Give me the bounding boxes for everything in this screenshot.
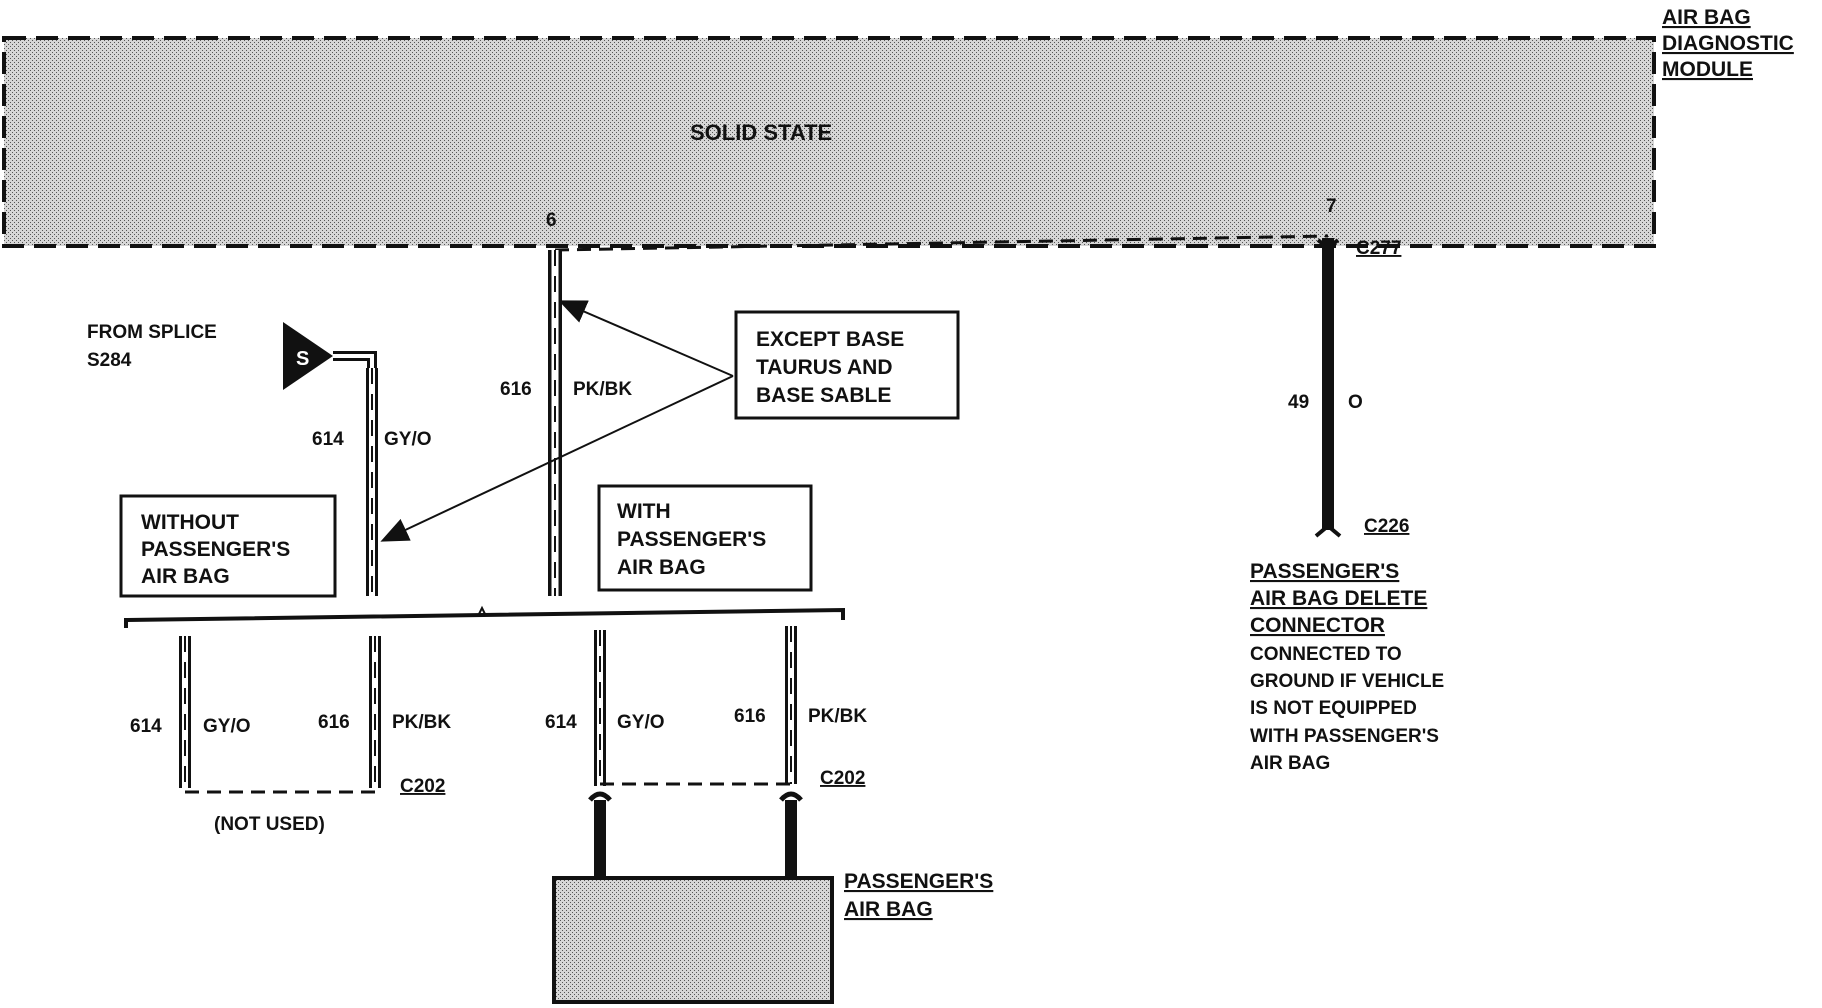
except-base-note: EXCEPT BASE TAURUS AND BASE SABLE: [734, 310, 960, 420]
airbag-diagnostic-module: SOLID STATE 6 7 AIR BAG DIAGNOSTIC MODUL…: [2, 6, 1794, 248]
wire-614-bottom-left: 614 GY/O: [130, 636, 251, 788]
wire-614-top: 614 GY/O: [312, 368, 432, 596]
splice-triangle: [283, 322, 333, 390]
module-title-line3: MODULE: [1662, 58, 1753, 81]
solid-state-label: SOLID STATE: [690, 120, 832, 145]
splice-s284: S FROM SPLICE S284: [87, 322, 377, 390]
without-note-line2: PASSENGER'S: [141, 538, 290, 561]
passenger-airbag-label-line1: PASSENGER'S: [844, 870, 993, 893]
not-used-label: (NOT USED): [214, 814, 325, 835]
wire-616-bottom-left: 616 PK/BK: [318, 636, 451, 788]
module-title-line2: DIAGNOSTIC: [1662, 32, 1794, 55]
c202-right-terminal-2: [779, 791, 803, 802]
splice-symbol: S: [296, 348, 309, 370]
wire-616-top: 616 PK/BK: [500, 250, 632, 596]
passenger-airbag-body: [552, 876, 834, 1004]
delete-note-line7: WITH PASSENGER'S: [1250, 726, 1439, 747]
module-title-line1: AIR BAG: [1662, 6, 1751, 29]
module-pin-6: 6: [546, 210, 557, 231]
delete-note-line8: AIR BAG: [1250, 753, 1330, 774]
delete-note-line4: CONNECTED TO: [1250, 644, 1402, 665]
connector-c202-right-label: C202: [820, 768, 865, 789]
wire-614-bottom-right: 614 GY/O: [545, 630, 665, 786]
except-base-box: [734, 310, 960, 420]
wire-614-top-color: GY/O: [384, 429, 432, 450]
note-arrow-614: [380, 375, 734, 542]
splice-label-line1: FROM SPLICE: [87, 322, 217, 343]
wire-614-br-color: GY/O: [617, 712, 665, 733]
wire-616-br-number: 616: [734, 706, 766, 727]
delete-note-line2: AIR BAG DELETE: [1250, 587, 1427, 610]
except-base-line3: BASE SABLE: [756, 384, 891, 407]
connector-c202-left-label: C202: [400, 776, 445, 797]
wire-614-top-number: 614: [312, 429, 344, 450]
wire-49-number: 49: [1288, 392, 1309, 413]
wire-49: 49 O: [1288, 238, 1363, 538]
passenger-airbag-label-line2: AIR BAG: [844, 898, 933, 921]
delete-connector-note: PASSENGER'S AIR BAG DELETE CONNECTOR CON…: [1250, 560, 1444, 774]
with-note-line1: WITH: [617, 500, 671, 523]
connector-c226-label: C226: [1364, 516, 1409, 537]
wire-616-bl-color: PK/BK: [392, 712, 451, 733]
connector-c277-label: C277: [1356, 238, 1401, 259]
module-pin-7: 7: [1326, 196, 1337, 217]
wire-614-bl-color: GY/O: [203, 716, 251, 737]
delete-note-line1: PASSENGER'S: [1250, 560, 1399, 583]
module-body: [2, 36, 1656, 248]
with-note-box: [597, 484, 813, 592]
wire-616-br-color: PK/BK: [808, 706, 867, 727]
note-arrow-616: [558, 300, 734, 377]
c277-dashed-line: [554, 234, 1329, 252]
wire-616-top-number: 616: [500, 379, 532, 400]
without-note-line1: WITHOUT: [141, 511, 239, 534]
wire-616-bottom-right: 616 PK/BK: [734, 626, 867, 784]
with-passenger-airbag-note: WITH PASSENGER'S AIR BAG: [597, 484, 813, 592]
with-note-line2: PASSENGER'S: [617, 528, 766, 551]
splice-label-line2: S284: [87, 350, 132, 371]
wire-614-bl-number: 614: [130, 716, 162, 737]
without-passenger-airbag-note: WITHOUT PASSENGER'S AIR BAG: [119, 494, 337, 598]
delete-note-line3: CONNECTOR: [1250, 614, 1385, 637]
wire-616-top-color: PK/BK: [573, 379, 632, 400]
without-note-box: [119, 494, 337, 598]
delete-note-line6: IS NOT EQUIPPED: [1250, 698, 1417, 719]
except-base-line1: EXCEPT BASE: [756, 328, 904, 351]
c202-right-terminal-1: [588, 791, 612, 802]
except-base-line2: TAURUS AND: [756, 356, 893, 379]
with-note-line3: AIR BAG: [617, 556, 706, 579]
wire-616-bl-number: 616: [318, 712, 350, 733]
wire-614-br-number: 614: [545, 712, 577, 733]
delete-note-line5: GROUND IF VEHICLE: [1250, 671, 1444, 692]
wire-49-color: O: [1348, 392, 1363, 413]
without-note-line3: AIR BAG: [141, 565, 230, 588]
